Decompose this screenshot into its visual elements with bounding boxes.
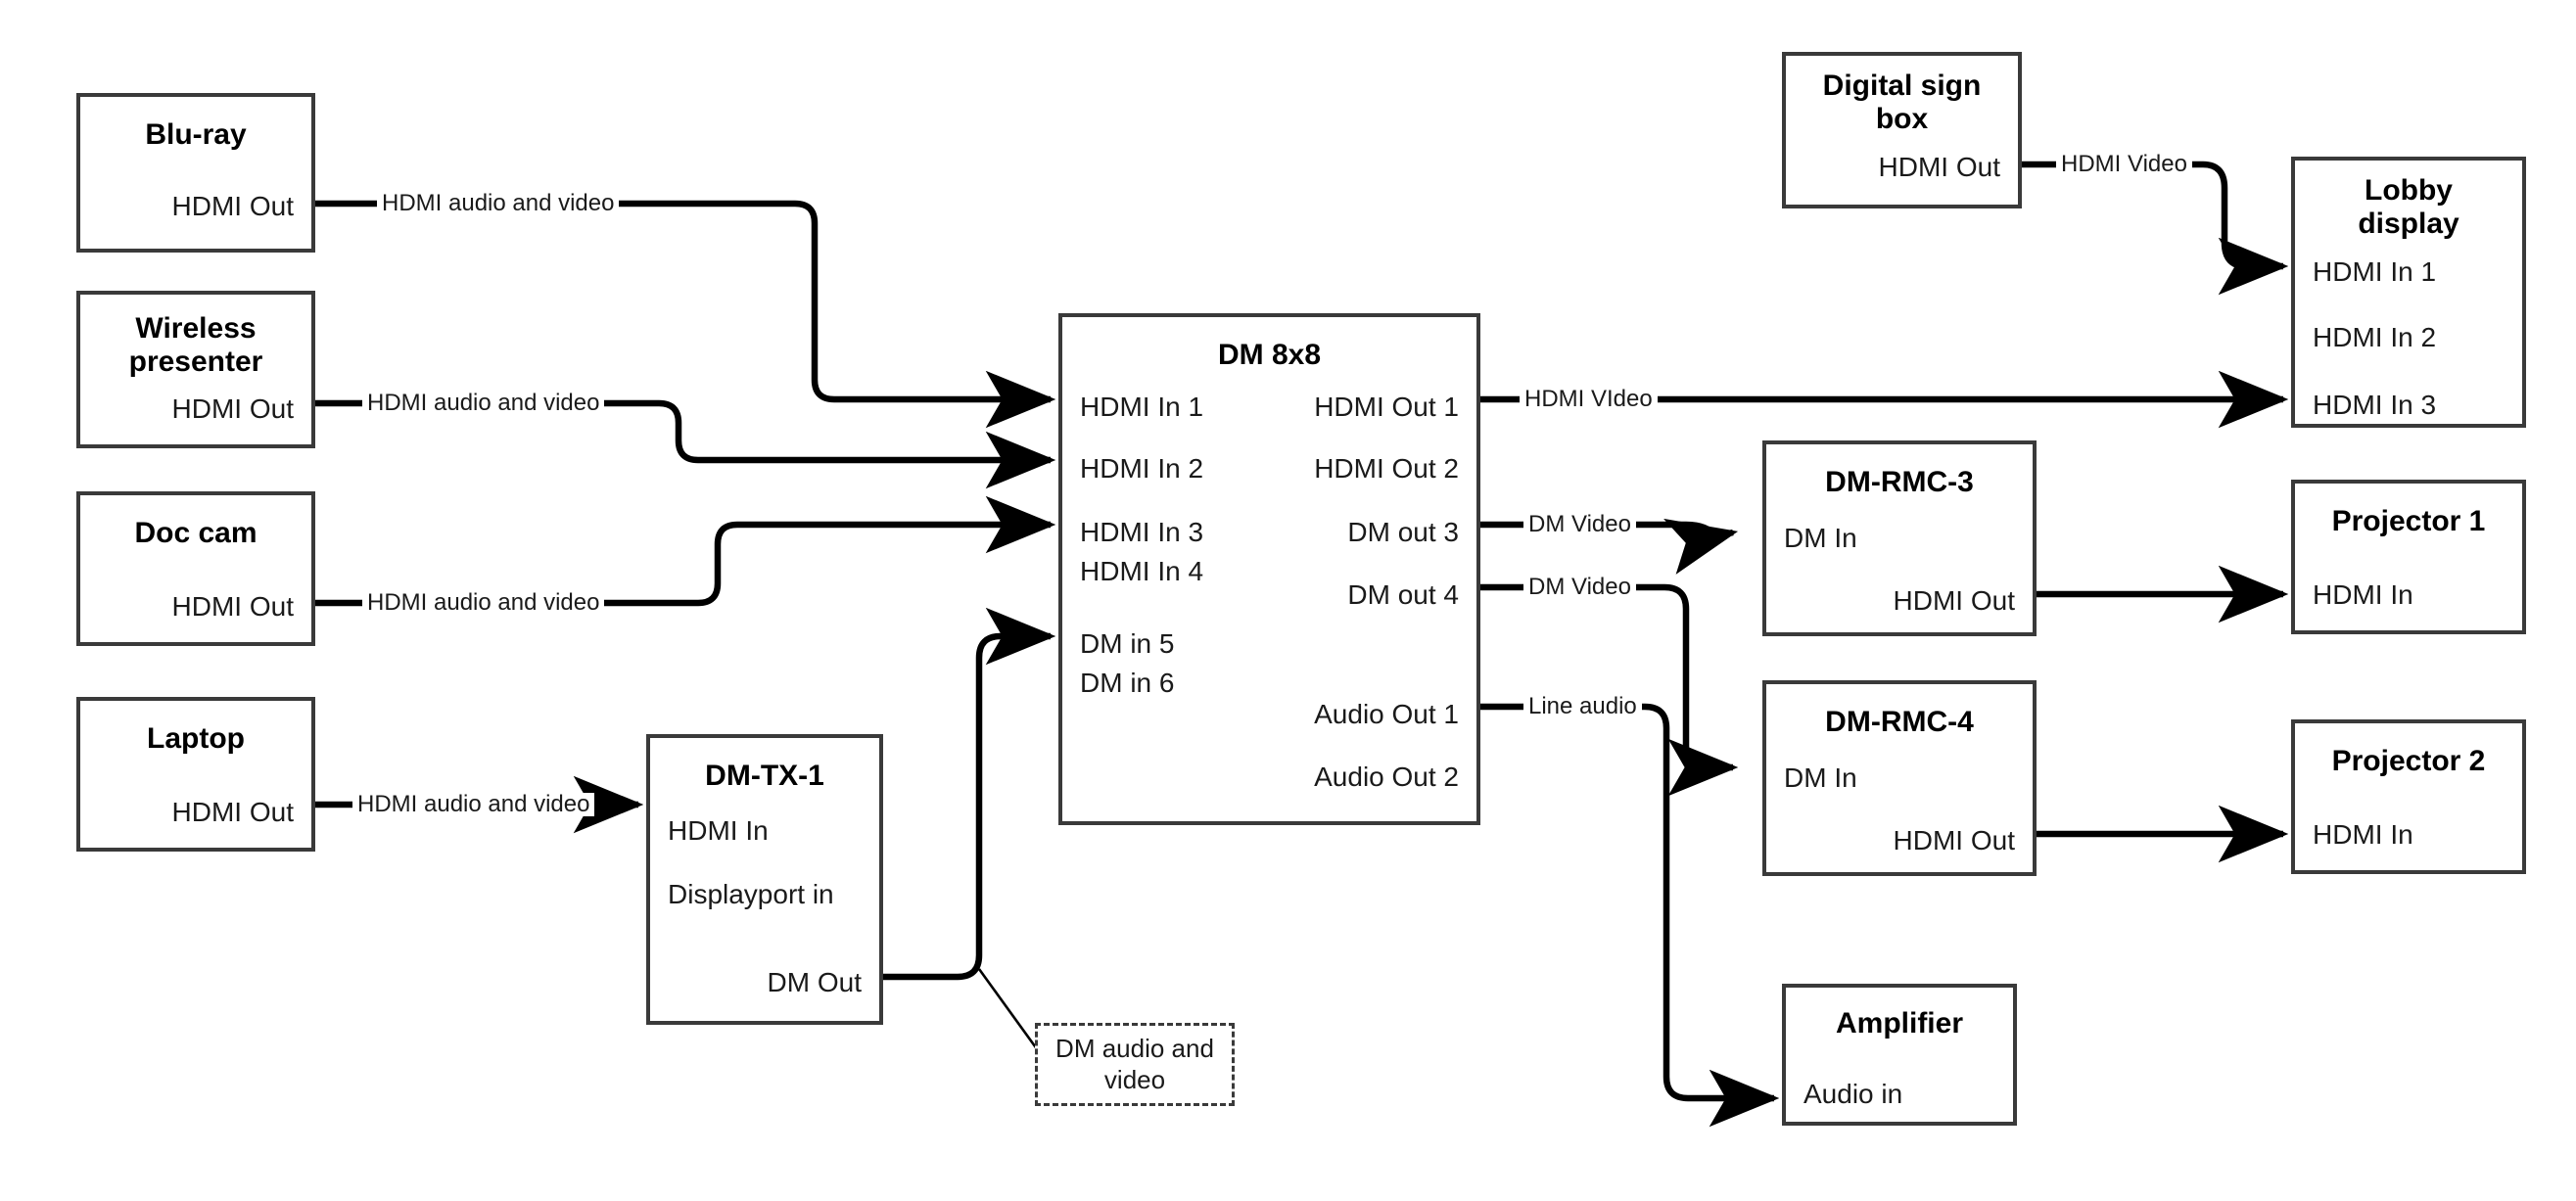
node-dm-8x8-input-dm-in-6[interactable]: DM in 6: [1080, 668, 1175, 698]
wire-label-doccam: HDMI audio and video: [362, 591, 605, 615]
node-dm-8x8-input-dm-in-5[interactable]: DM in 5: [1080, 628, 1175, 659]
wire-label-wireless: HDMI audio and video: [362, 392, 605, 415]
node-bluray-port-hdmi-out[interactable]: HDMI Out: [171, 191, 294, 221]
node-dm-8x8-output-audio-out-1[interactable]: Audio Out 1: [1314, 699, 1459, 729]
node-dm-tx-1-port-hdmi-in[interactable]: HDMI In: [668, 815, 769, 846]
node-dm-rmc-4-title: DM-RMC-4: [1825, 706, 1974, 738]
node-wireless-presenter-title: Wireless presenter: [128, 312, 263, 378]
node-bluray[interactable]: Blu-ray HDMI Out: [76, 93, 315, 253]
node-doc-cam-title: Doc cam: [134, 517, 258, 549]
node-dm-tx-1[interactable]: DM-TX-1 HDMI In Displayport in DM Out: [646, 734, 883, 1025]
node-dm-8x8-input-hdmi-in-2[interactable]: HDMI In 2: [1080, 453, 1204, 484]
node-doc-cam-port-hdmi-out[interactable]: HDMI Out: [171, 591, 294, 622]
node-projector-1-title: Projector 1: [2331, 505, 2486, 537]
node-dm-8x8-input-hdmi-in-3[interactable]: HDMI In 3: [1080, 517, 1204, 547]
wire-label-laptop: HDMI audio and video: [352, 793, 595, 816]
wire-dm-out-4-to-rmc4: [1480, 583, 1739, 797]
node-digital-sign-box-port-hdmi-out[interactable]: HDMI Out: [1878, 152, 2000, 182]
node-bluray-title: Blu-ray: [145, 118, 247, 151]
node-dm-8x8[interactable]: DM 8x8 HDMI In 1 HDMI In 2 HDMI In 3 HDM…: [1058, 313, 1480, 825]
node-dm-tx-1-title: DM-TX-1: [705, 760, 824, 792]
node-wireless-presenter[interactable]: Wireless presenter HDMI Out: [76, 291, 315, 448]
node-dm-rmc-3-port-dm-in[interactable]: DM In: [1784, 523, 1857, 553]
node-dm-rmc-3-title: DM-RMC-3: [1825, 466, 1974, 498]
wire-dmtx1-to-dm-in-5: [883, 607, 1056, 981]
node-dm-8x8-output-dm-out-4[interactable]: DM out 4: [1347, 579, 1459, 610]
node-dm-rmc-4-port-dm-in[interactable]: DM In: [1784, 762, 1857, 793]
node-dm-8x8-output-hdmi-out-1[interactable]: HDMI Out 1: [1314, 392, 1459, 422]
node-digital-sign-box-title: Digital sign box: [1822, 69, 1982, 135]
node-dm-rmc-3-port-hdmi-out[interactable]: HDMI Out: [1893, 585, 2015, 616]
node-dm-8x8-output-audio-out-2[interactable]: Audio Out 2: [1314, 762, 1459, 792]
node-doc-cam[interactable]: Doc cam HDMI Out: [76, 491, 315, 646]
node-dm-8x8-input-hdmi-in-4[interactable]: HDMI In 4: [1080, 556, 1204, 586]
node-lobby-display-title: Lobby display: [2358, 174, 2459, 240]
node-projector-1[interactable]: Projector 1 HDMI In: [2291, 480, 2526, 634]
wire-bluray-to-hdmi-in-1: [315, 200, 1056, 429]
wire-label-bluray: HDMI audio and video: [377, 192, 620, 215]
node-dm-8x8-input-hdmi-in-1[interactable]: HDMI In 1: [1080, 392, 1204, 422]
node-dm-8x8-output-dm-out-3[interactable]: DM out 3: [1347, 517, 1459, 547]
wire-label-audio-out-1: Line audio: [1523, 695, 1642, 718]
node-dm-8x8-output-hdmi-out-2[interactable]: HDMI Out 2: [1314, 453, 1459, 484]
node-projector-2-title: Projector 2: [2331, 745, 2486, 777]
callout-dm-audio-and-video: DM audio and video: [1035, 1023, 1235, 1106]
node-digital-sign-box[interactable]: Digital sign box HDMI Out: [1782, 52, 2022, 208]
callout-leader-line: [977, 968, 1045, 1058]
wire-label-hdmi-out-1: HDMI VIdeo: [1520, 388, 1658, 411]
wire-audio-out-1-to-amplifier: [1480, 703, 1780, 1128]
node-projector-2[interactable]: Projector 2 HDMI In: [2291, 719, 2526, 874]
node-amplifier-title: Amplifier: [1835, 1007, 1964, 1039]
node-dm-8x8-title: DM 8x8: [1217, 339, 1322, 371]
node-lobby-display[interactable]: Lobby display HDMI In 1 HDMI In 2 HDMI I…: [2291, 157, 2526, 428]
node-dm-rmc-3[interactable]: DM-RMC-3 DM In HDMI Out: [1762, 440, 2037, 636]
node-wireless-presenter-port-hdmi-out[interactable]: HDMI Out: [171, 393, 294, 424]
node-dm-tx-1-port-displayport-in[interactable]: Displayport in: [668, 879, 834, 909]
node-laptop-title: Laptop: [147, 722, 245, 755]
node-projector-1-port-hdmi-in[interactable]: HDMI In: [2313, 579, 2413, 610]
node-dm-rmc-4[interactable]: DM-RMC-4 DM In HDMI Out: [1762, 680, 2037, 876]
node-laptop-port-hdmi-out[interactable]: HDMI Out: [171, 797, 294, 827]
wire-label-dm-out-3: DM Video: [1523, 513, 1636, 536]
node-dm-tx-1-port-dm-out[interactable]: DM Out: [767, 967, 862, 997]
wire-label-digital-sign: HDMI Video: [2056, 153, 2192, 176]
node-laptop[interactable]: Laptop HDMI Out: [76, 697, 315, 852]
node-amplifier[interactable]: Amplifier Audio in: [1782, 984, 2017, 1126]
node-lobby-display-input-hdmi-in-3[interactable]: HDMI In 3: [2313, 390, 2437, 420]
node-projector-2-port-hdmi-in[interactable]: HDMI In: [2313, 819, 2413, 850]
node-amplifier-port-audio-in[interactable]: Audio in: [1803, 1079, 1903, 1109]
node-lobby-display-input-hdmi-in-2[interactable]: HDMI In 2: [2313, 322, 2437, 352]
node-dm-rmc-4-port-hdmi-out[interactable]: HDMI Out: [1893, 825, 2015, 855]
wire-sign-to-lobby-hdmi-in-1: [2022, 161, 2289, 296]
wire-label-dm-out-4: DM Video: [1523, 576, 1636, 599]
node-lobby-display-input-hdmi-in-1[interactable]: HDMI In 1: [2313, 256, 2437, 287]
